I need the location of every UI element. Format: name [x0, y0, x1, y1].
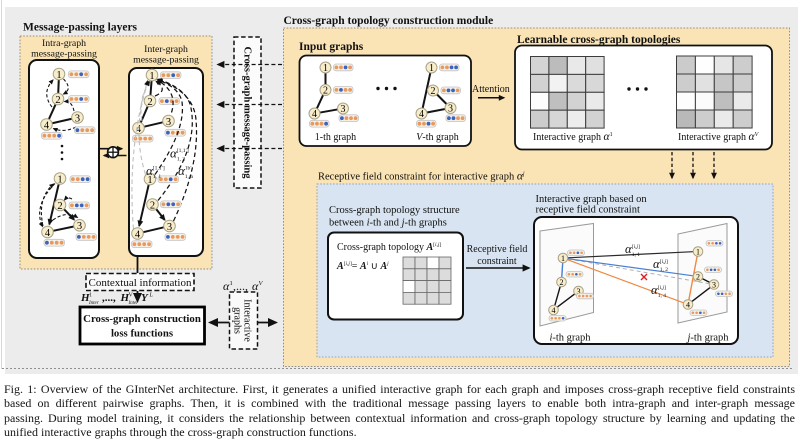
svg-text:3: 3	[448, 104, 453, 115]
svg-text:j-th graph: j-th graph	[685, 333, 729, 344]
svg-text:1-th graph: 1-th graph	[315, 132, 356, 143]
svg-text:Cross-graph construction: Cross-graph construction	[83, 313, 201, 325]
svg-text:Contextual information: Contextual information	[89, 277, 192, 289]
svg-text:Cross-graph topology construct: Cross-graph topology construction module	[284, 15, 494, 27]
svg-text:2: 2	[696, 272, 700, 281]
svg-text:Learnable cross-graph topologi: Learnable cross-graph topologies	[517, 34, 681, 46]
svg-text:Interactive graph α1: Interactive graph α1	[533, 131, 613, 143]
svg-text:V: V	[129, 293, 134, 299]
svg-text:α: α	[223, 279, 230, 293]
svg-text:1, 4: 1, 4	[658, 293, 667, 299]
svg-text:Receptive field constraint for: Receptive field constraint for interacti…	[318, 171, 525, 183]
svg-text:Interactive graph based on: Interactive graph based on	[536, 194, 648, 205]
svg-text:1: 1	[149, 71, 154, 82]
svg-text:3: 3	[77, 221, 82, 232]
svg-text:constraint: constraint	[477, 256, 517, 267]
svg-text:3: 3	[341, 104, 346, 115]
svg-text:3: 3	[577, 287, 581, 296]
svg-text:4: 4	[44, 120, 50, 131]
svg-text:2: 2	[150, 200, 155, 211]
svg-text:message-passing: message-passing	[31, 49, 97, 60]
svg-text:Input graphs: Input graphs	[299, 41, 364, 53]
svg-text:Interactive graph αV: Interactive graph αV	[678, 131, 760, 143]
svg-text:[i,j]: [i,j]	[658, 285, 666, 291]
svg-text:1: 1	[147, 175, 152, 186]
svg-text:1: 1	[89, 293, 92, 299]
svg-text:1, h: 1, h	[185, 174, 194, 180]
svg-text:Cross-graph topology A[i,j]: Cross-graph topology A[i,j]	[337, 242, 441, 253]
svg-text:A[i,j]= Ai ∪ Aj: A[i,j]= Ai ∪ Aj	[336, 261, 389, 272]
svg-text:1: 1	[230, 280, 233, 287]
svg-text:1, 2: 1, 2	[177, 157, 186, 163]
svg-text:1, 2: 1, 2	[660, 267, 669, 273]
svg-text:1b′: 1b′	[185, 166, 192, 172]
svg-text:2: 2	[323, 86, 328, 97]
svg-text:α: α	[170, 146, 178, 161]
svg-text:H: H	[120, 292, 130, 304]
svg-text:1: 1	[561, 254, 565, 263]
svg-text:,...,: ,...,	[233, 279, 248, 293]
svg-text:Message-passing layers: Message-passing layers	[23, 22, 138, 34]
svg-text:2: 2	[57, 201, 62, 212]
svg-text:H: H	[80, 292, 90, 304]
svg-text:between i-th and j-th graphs: between i-th and j-th graphs	[329, 218, 447, 229]
svg-text:α: α	[252, 279, 259, 293]
svg-text:4: 4	[419, 109, 424, 120]
svg-text:1, 1: 1, 1	[153, 174, 162, 180]
svg-text:1: 1	[429, 63, 434, 74]
svg-text:3: 3	[75, 113, 80, 124]
svg-text:3: 3	[712, 280, 716, 289]
svg-text:[i,j]: [i,j]	[632, 244, 640, 250]
svg-text:[1,1′]: [1,1′]	[177, 148, 189, 154]
svg-text:Receptive field: Receptive field	[467, 244, 528, 255]
svg-text:1: 1	[57, 174, 62, 185]
svg-text:V-th graph: V-th graph	[416, 132, 459, 143]
svg-text:1, 1: 1, 1	[632, 252, 641, 258]
svg-text:i-th graph: i-th graph	[549, 333, 591, 344]
svg-text:4: 4	[45, 228, 51, 239]
svg-text:L: L	[149, 293, 154, 299]
svg-text:Inter: Inter	[128, 301, 139, 306]
svg-text:2: 2	[147, 97, 152, 108]
svg-text:1: 1	[56, 70, 61, 81]
svg-text:3: 3	[167, 222, 172, 233]
svg-text:1: 1	[696, 247, 700, 256]
svg-text:α: α	[146, 163, 154, 178]
svg-text:Attention: Attention	[472, 84, 510, 95]
svg-text:α: α	[178, 163, 186, 178]
svg-text:4: 4	[312, 109, 317, 120]
svg-text:Inter-graph: Inter-graph	[144, 44, 188, 55]
svg-text:Interactive: Interactive	[242, 299, 253, 342]
svg-text:[1,1′]: [1,1′]	[153, 166, 165, 172]
svg-text:message-passing: message-passing	[133, 55, 199, 66]
svg-text:α: α	[651, 283, 658, 297]
svg-text:α: α	[653, 257, 660, 271]
svg-text:α: α	[625, 242, 632, 256]
svg-text:Cross-graph message-passing: Cross-graph message-passing	[242, 47, 253, 180]
svg-text:1: 1	[323, 63, 328, 74]
svg-text:Inter: Inter	[88, 301, 99, 306]
svg-text:,...,: ,...,	[102, 292, 116, 304]
svg-text:graphs: graphs	[232, 307, 243, 334]
svg-text:Cross-graph topology structure: Cross-graph topology structure	[329, 205, 460, 216]
svg-text:receptive field constraint: receptive field constraint	[536, 205, 640, 216]
svg-text:2: 2	[431, 86, 436, 97]
svg-text:Y: Y	[141, 292, 149, 304]
svg-text:[i,j]: [i,j]	[660, 259, 668, 265]
svg-text:3: 3	[166, 117, 171, 128]
svg-text:4: 4	[135, 229, 141, 240]
svg-text:loss functions: loss functions	[111, 328, 173, 340]
svg-text:V: V	[259, 280, 264, 287]
svg-text:Intra-graph: Intra-graph	[42, 38, 86, 49]
svg-text:2: 2	[55, 95, 60, 106]
svg-text:4: 4	[552, 306, 556, 315]
svg-text:2: 2	[560, 278, 564, 287]
svg-text:4: 4	[686, 300, 690, 309]
